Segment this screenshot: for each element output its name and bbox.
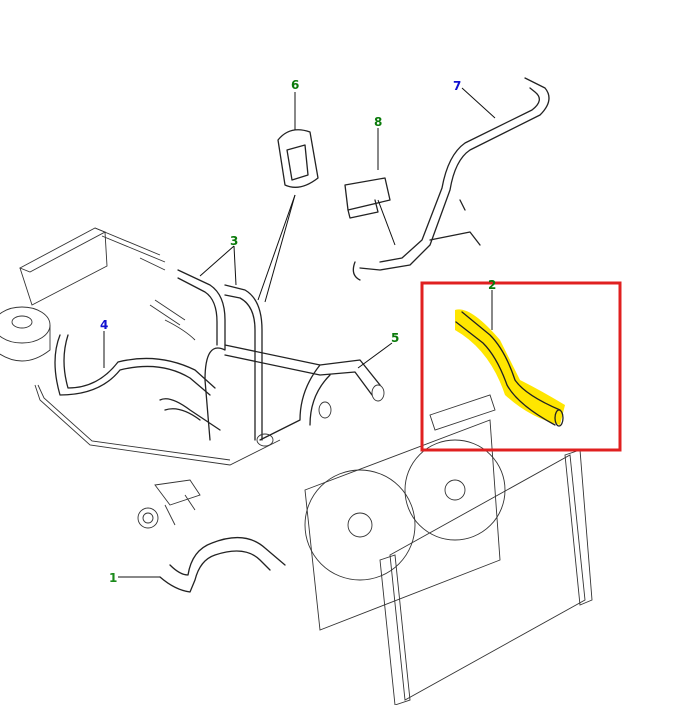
heater-core <box>18 227 166 306</box>
bracket-6 <box>277 129 319 188</box>
hose-3 <box>159 269 263 441</box>
coolant-pipe-7 <box>352 77 550 281</box>
expansion-tank <box>0 306 51 362</box>
hose-2 <box>455 311 561 426</box>
hose-1 <box>159 536 286 593</box>
radiator <box>379 449 593 705</box>
pipe-bypass <box>34 384 281 466</box>
callout-7: 7 <box>453 79 461 93</box>
thermostat-housing <box>137 479 201 529</box>
hose-connectors <box>149 299 385 447</box>
callout-2: 2 <box>488 278 496 292</box>
sensor-8 <box>344 177 391 219</box>
callout-6: 6 <box>291 78 299 92</box>
callout-8: 8 <box>374 115 382 129</box>
highlight-box <box>420 281 622 452</box>
coolant-pipe-5 <box>224 344 381 441</box>
callout-1: 1 <box>109 571 117 585</box>
callout-4: 4 <box>100 318 108 332</box>
hose-4 <box>54 334 216 396</box>
callout-3: 3 <box>230 234 238 248</box>
hose-2-end <box>554 409 564 427</box>
leader-lines <box>103 87 496 578</box>
cooling-fan-assembly <box>304 394 506 631</box>
callout-5: 5 <box>391 331 399 345</box>
